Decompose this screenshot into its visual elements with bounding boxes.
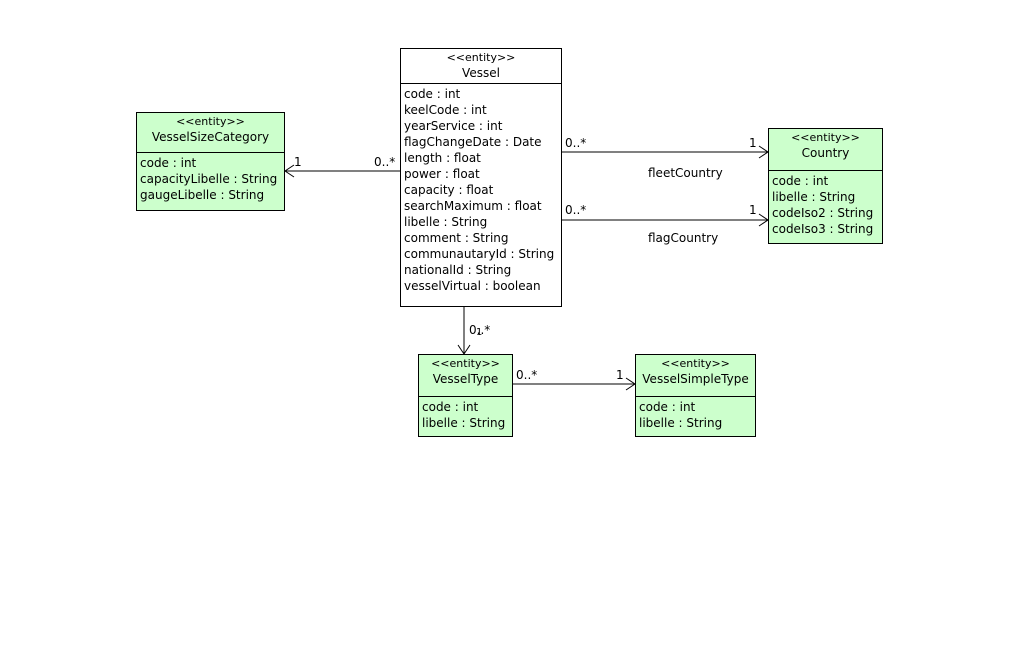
attribute: code : int bbox=[140, 156, 197, 170]
mult-fleet-country-source: 0..* bbox=[565, 136, 587, 150]
attribute: code : int bbox=[422, 400, 479, 414]
entity-country-attributes: code : int libelle : String codeIso2 : S… bbox=[769, 171, 882, 239]
attribute: searchMaximum : float bbox=[404, 199, 542, 213]
attribute: libelle : String bbox=[404, 215, 488, 229]
entity-vessel-type-name: VesselType bbox=[432, 372, 499, 386]
mult-vessel-type-source: 0..* bbox=[469, 323, 491, 337]
entity-vessel[interactable]: <<entity>> Vessel code : int keelCode : … bbox=[400, 48, 562, 307]
entity-country-name: Country bbox=[801, 146, 850, 160]
attribute: power : float bbox=[404, 167, 480, 181]
attribute: capacity : float bbox=[404, 183, 494, 197]
mult-vessel-type-target: 1 bbox=[476, 327, 483, 338]
entity-vessel-header: <<entity>> Vessel bbox=[401, 49, 561, 84]
entity-vessel-simple-type-header: <<entity>> VesselSimpleType bbox=[636, 355, 755, 397]
mult-simple-type-source: 0..* bbox=[516, 368, 538, 382]
entity-vessel-type-stereotype: <<entity>> bbox=[431, 357, 500, 370]
attribute: libelle : String bbox=[422, 416, 506, 430]
attribute: length : float bbox=[404, 151, 481, 165]
entity-vessel-simple-type-name: VesselSimpleType bbox=[642, 372, 749, 386]
attribute: communautaryId : String bbox=[404, 247, 555, 261]
entity-vessel-type-attributes: code : int libelle : String bbox=[419, 397, 512, 433]
attribute: keelCode : int bbox=[404, 103, 487, 117]
mult-size-category-source: 0..* bbox=[374, 155, 396, 169]
entity-vessel-size-category-attributes: code : int capacityLibelle : String gaug… bbox=[137, 153, 284, 205]
attribute: libelle : String bbox=[772, 190, 856, 204]
attribute: capacityLibelle : String bbox=[140, 172, 278, 186]
mult-fleet-country-target: 1 bbox=[749, 136, 757, 150]
attribute: comment : String bbox=[404, 231, 509, 245]
entity-vessel-size-category-name: VesselSizeCategory bbox=[151, 130, 270, 144]
attribute: vesselVirtual : boolean bbox=[404, 279, 541, 293]
attribute: libelle : String bbox=[639, 416, 723, 430]
entity-vessel-size-category-stereotype: <<entity>> bbox=[176, 115, 245, 128]
entity-vessel-attributes: code : int keelCode : int yearService : … bbox=[401, 84, 561, 296]
entity-vessel-size-category[interactable]: <<entity>> VesselSizeCategory code : int… bbox=[136, 112, 285, 211]
entity-vessel-type-header: <<entity>> VesselType bbox=[419, 355, 512, 397]
entity-vessel-simple-type-stereotype: <<entity>> bbox=[661, 357, 730, 370]
entity-vessel-stereotype: <<entity>> bbox=[446, 51, 516, 64]
entity-vessel-name: Vessel bbox=[462, 66, 500, 80]
attribute: gaugeLibelle : String bbox=[140, 188, 265, 202]
mult-flag-country-source: 0..* bbox=[565, 203, 587, 217]
entity-vessel-simple-type-attributes: code : int libelle : String bbox=[636, 397, 755, 433]
attribute: nationalId : String bbox=[404, 263, 512, 277]
arrowhead-size-category bbox=[284, 164, 295, 178]
attribute: code : int bbox=[404, 87, 461, 101]
entity-vessel-size-category-header: <<entity>> VesselSizeCategory bbox=[137, 113, 284, 153]
attribute: code : int bbox=[639, 400, 696, 414]
attribute: codeIso3 : String bbox=[772, 222, 874, 236]
mult-simple-type-target: 1 bbox=[616, 368, 624, 382]
mult-size-category-target: 1 bbox=[294, 155, 302, 169]
attribute: codeIso2 : String bbox=[772, 206, 874, 220]
entity-country[interactable]: <<entity>> Country code : int libelle : … bbox=[768, 128, 883, 244]
role-fleet-country: fleetCountry bbox=[648, 166, 723, 180]
entity-country-header: <<entity>> Country bbox=[769, 129, 882, 171]
entity-vessel-simple-type[interactable]: <<entity>> VesselSimpleType code : int l… bbox=[635, 354, 756, 437]
role-flag-country: flagCountry bbox=[648, 231, 719, 245]
mult-flag-country-target: 1 bbox=[749, 203, 757, 217]
attribute: code : int bbox=[772, 174, 829, 188]
attribute: yearService : int bbox=[404, 119, 503, 133]
attribute: flagChangeDate : Date bbox=[404, 135, 542, 149]
entity-vessel-type[interactable]: <<entity>> VesselType code : int libelle… bbox=[418, 354, 513, 437]
entity-country-stereotype: <<entity>> bbox=[791, 131, 860, 144]
